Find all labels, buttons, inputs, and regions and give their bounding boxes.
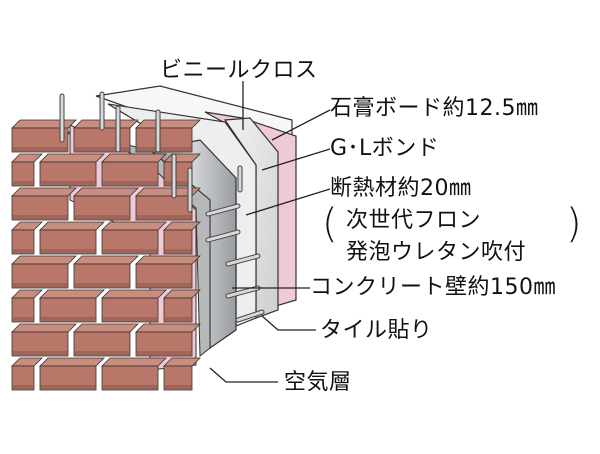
leader-air-layer: [209, 367, 278, 383]
leader-gypsum-board: [271, 109, 331, 141]
label-insulation-detail-1: 次世代フロン: [346, 208, 482, 233]
brick-shade: [74, 351, 130, 356]
brick-shade: [12, 385, 34, 390]
leader-tile: [261, 315, 316, 331]
brick-top: [39, 221, 105, 231]
brick-shade: [164, 317, 192, 322]
brick-shade: [102, 317, 158, 322]
leader-lines: [209, 81, 331, 383]
brick-shade: [12, 147, 68, 152]
brick-shade: [136, 283, 192, 288]
brick-shade: [40, 249, 96, 254]
brick-shade: [74, 147, 130, 152]
brick-shade: [12, 317, 34, 322]
brick-shade: [164, 385, 192, 390]
leader-insulation: [245, 188, 331, 216]
brick-top: [73, 255, 139, 265]
brick-shade: [136, 351, 192, 356]
brick-top: [11, 323, 77, 333]
brick-shade: [12, 215, 68, 220]
brick-top: [11, 221, 43, 231]
label-insulation-detail-2: 発泡ウレタン吹付: [346, 240, 527, 265]
brick-top: [101, 357, 167, 367]
label-vinyl-cloth: ビニールクロス: [160, 58, 318, 83]
paren-open: (: [322, 201, 338, 247]
brick-top: [135, 323, 201, 333]
label-gypsum-board: 石膏ボード約12.5㎜: [330, 96, 539, 121]
paren-close: ): [566, 201, 582, 247]
brick-top: [11, 357, 43, 367]
brick-top: [101, 221, 167, 231]
brick-top: [73, 119, 139, 129]
rebar-highlight: [236, 310, 264, 322]
brick-top: [11, 289, 43, 299]
brick-top: [11, 119, 77, 129]
brick-top: [135, 119, 201, 129]
brick-top: [11, 255, 77, 265]
brick-top: [39, 153, 105, 163]
brick-top: [73, 323, 139, 333]
brick-shade: [136, 215, 192, 220]
brick-shade: [102, 181, 158, 186]
rebar-highlight: [206, 230, 240, 242]
brick-shade: [40, 181, 96, 186]
label-air-layer: 空気層: [284, 370, 352, 395]
brick-shade: [12, 181, 34, 186]
brick-shade: [102, 385, 158, 390]
brick-shade: [164, 181, 192, 186]
brick-shade: [12, 351, 68, 356]
brick-shade: [12, 249, 34, 254]
rebar-highlight: [226, 286, 260, 298]
brick-shade: [40, 317, 96, 322]
brick-shade: [40, 385, 96, 390]
rebar-highlight: [226, 254, 260, 266]
brick-top: [101, 289, 167, 299]
brick-top: [11, 187, 77, 197]
label-concrete-wall: コンクリート壁約150㎜: [310, 275, 556, 300]
label-tile-finish: タイル貼り: [320, 318, 433, 343]
brick-shade: [12, 283, 68, 288]
brick-shade: [74, 283, 130, 288]
rebar-highlight: [206, 204, 240, 216]
leader-gl-bond: [261, 148, 331, 171]
brick-shade: [136, 147, 192, 152]
brick-top: [39, 357, 105, 367]
brick-shade: [74, 215, 130, 220]
label-gl-bond: G･Lボンド: [330, 136, 440, 161]
brick-top: [101, 153, 167, 163]
brick-top: [73, 187, 139, 197]
brick-shade: [164, 249, 192, 254]
brick-top: [11, 153, 43, 163]
rebar-group: [59, 91, 265, 323]
brick-top: [39, 289, 105, 299]
brick-shade: [102, 249, 158, 254]
brick-top: [135, 255, 201, 265]
label-insulation: 断熱材約20㎜: [330, 176, 472, 201]
